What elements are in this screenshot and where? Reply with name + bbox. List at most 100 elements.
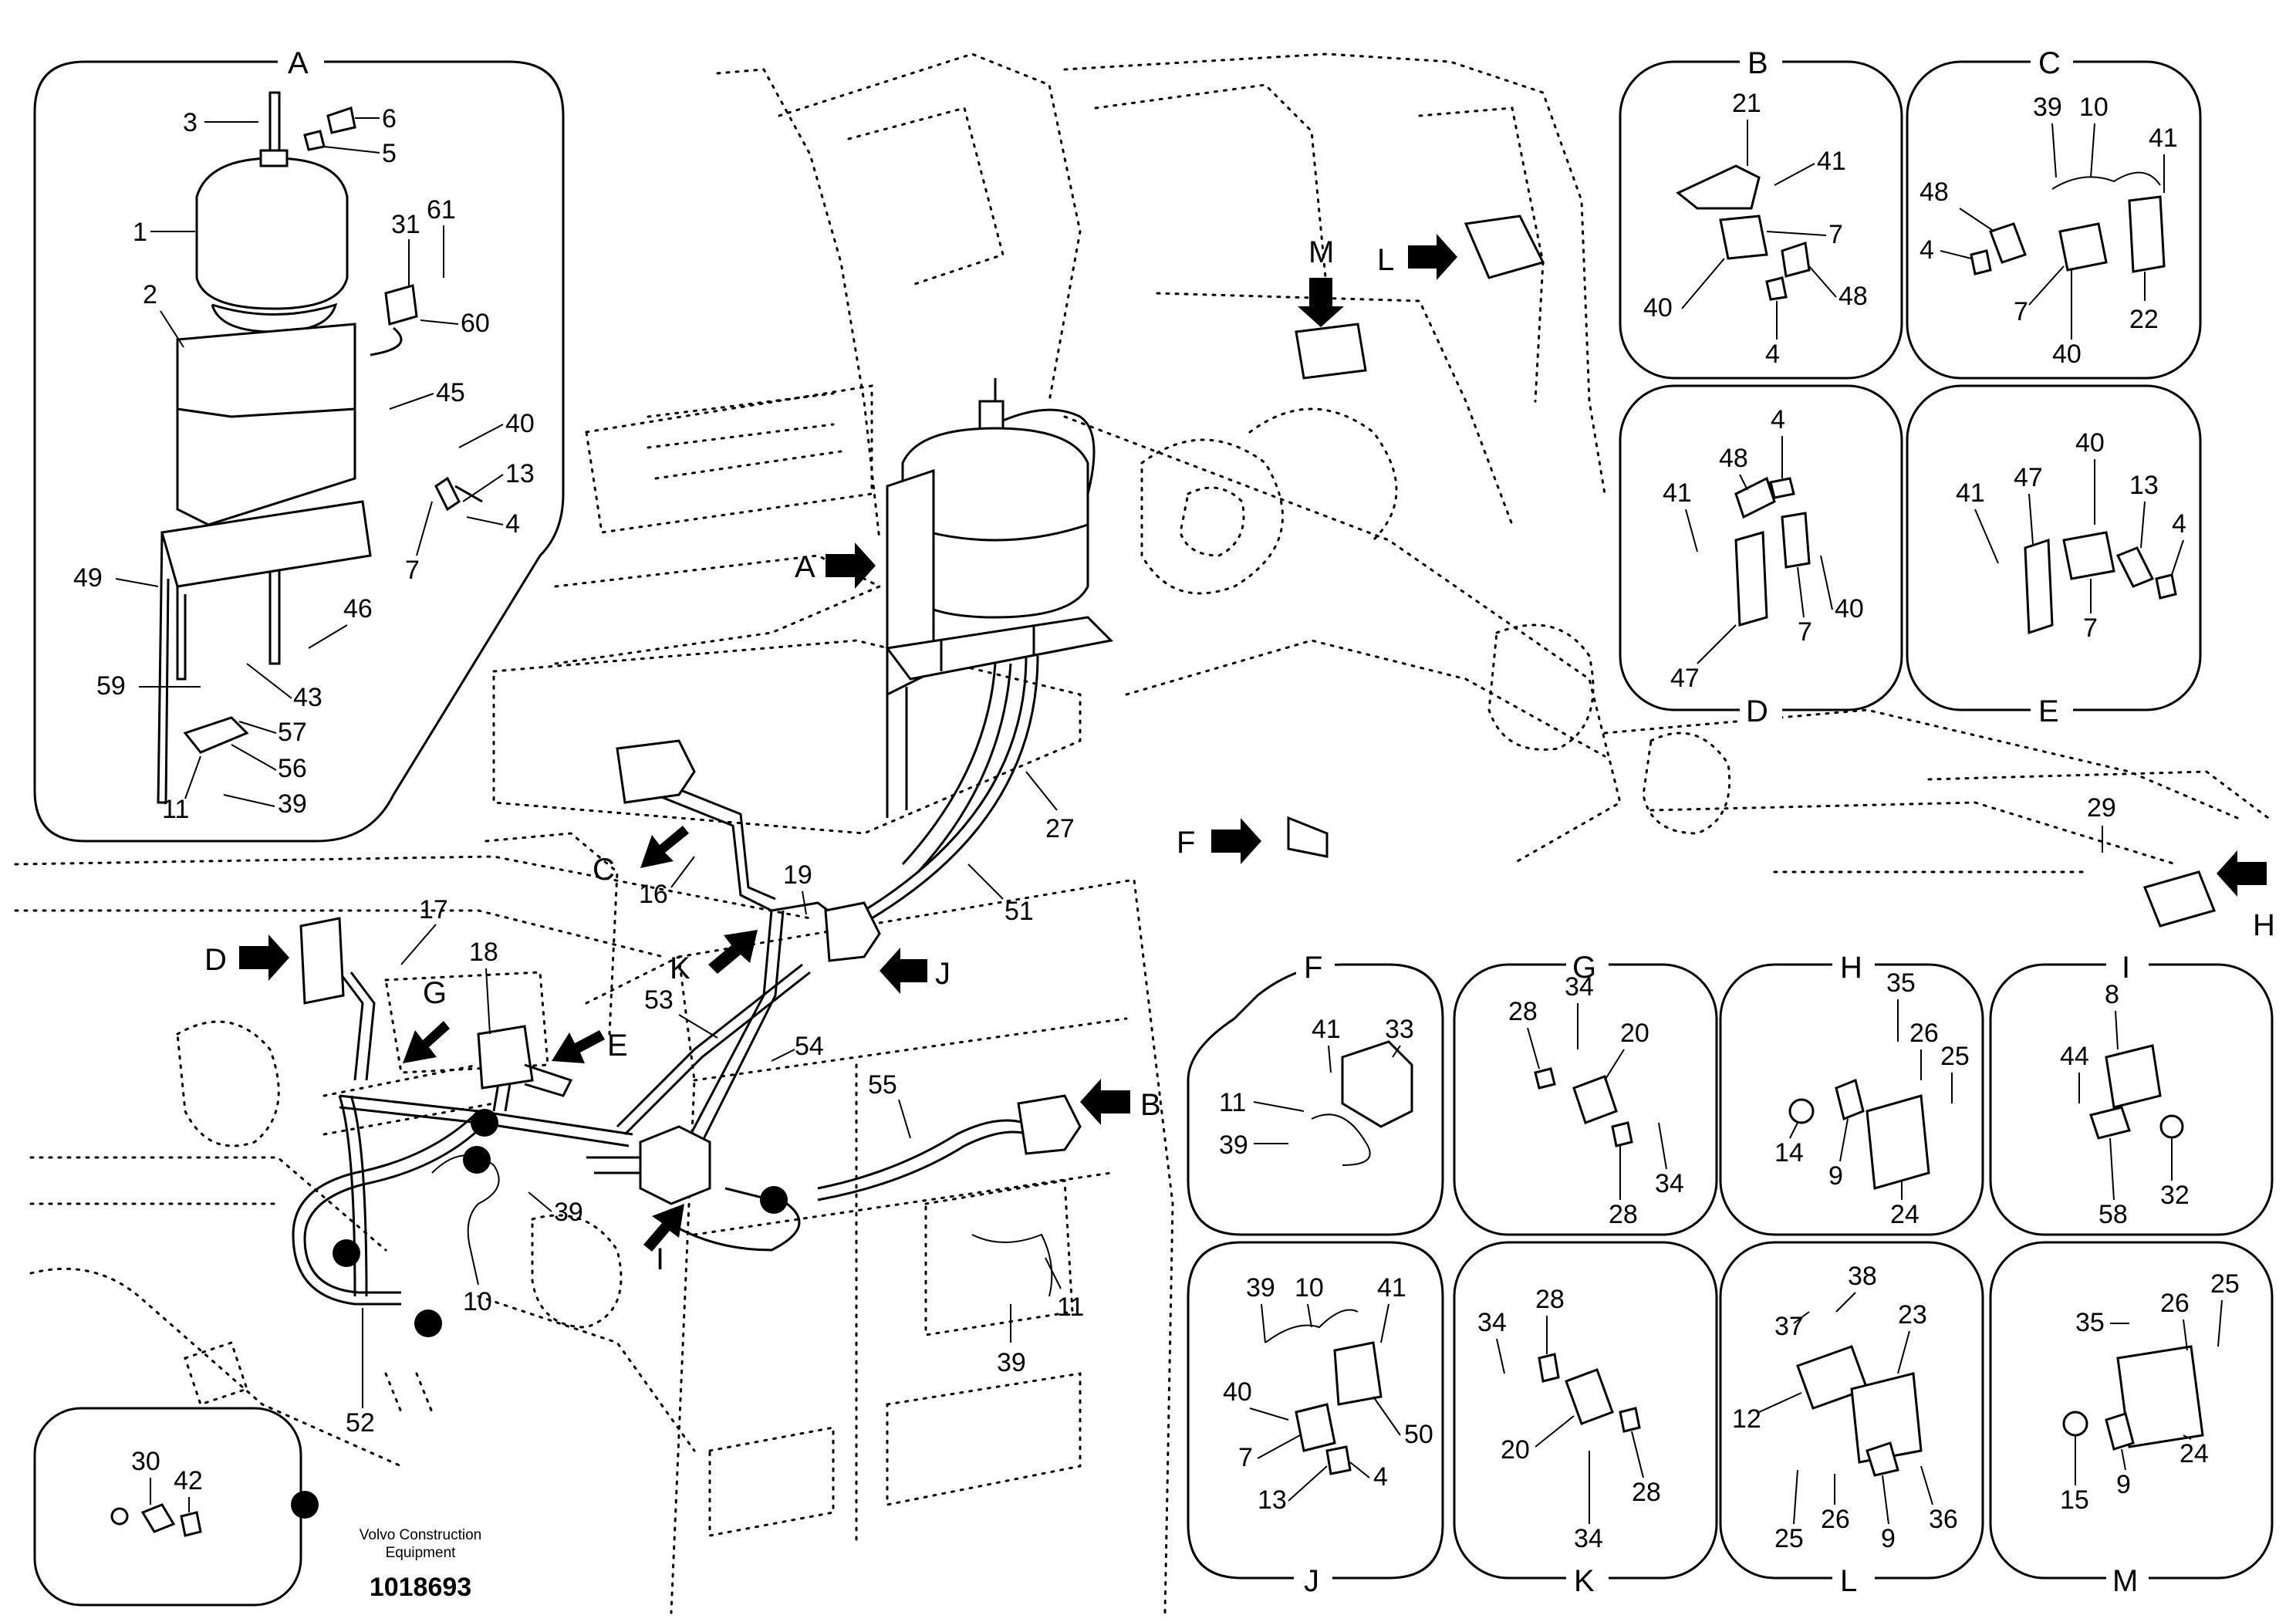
callout-m-15: 15 (2060, 1485, 2089, 1515)
panel-a-letter: A (288, 46, 309, 80)
callout-j-40: 40 (1223, 1377, 1252, 1407)
callout-c-39: 39 (2033, 93, 2062, 122)
main-assembly (292, 215, 2217, 1337)
arrow-label-f: F (1177, 826, 1195, 860)
callout-a-1: 1 (133, 218, 147, 247)
callout-39-main: 39 (554, 1198, 583, 1227)
callout-l-25: 25 (1774, 1524, 1804, 1553)
arrow-label-i: I (656, 1242, 664, 1276)
grommet (760, 1186, 788, 1214)
panel-f: F 41 33 11 39 (1187, 951, 1444, 1236)
callout-i-44: 44 (2060, 1042, 2089, 1071)
arrow-label-l: L (1377, 243, 1394, 277)
grommet (414, 1309, 442, 1337)
callout-h-25: 25 (1940, 1042, 1970, 1071)
callout-g-34: 34 (1565, 972, 1594, 1002)
callout-a-59: 59 (96, 671, 126, 701)
panel-b-letter: B (1747, 46, 1768, 80)
grommet-legend-icon (291, 1491, 319, 1519)
arrow-d (239, 934, 289, 981)
callout-a-5: 5 (382, 139, 397, 168)
callout-l-26: 26 (1821, 1505, 1850, 1534)
callout-e-4: 4 (2172, 509, 2186, 539)
bracket-d (299, 917, 345, 1005)
arrow-c (640, 826, 689, 868)
callout-18: 18 (469, 938, 498, 967)
valve-j (824, 901, 881, 962)
callout-16: 16 (639, 880, 668, 909)
callout-j-10: 10 (1295, 1273, 1324, 1303)
panel-i: I 44 8 58 32 (1989, 951, 2274, 1236)
callout-legend-42: 42 (174, 1466, 203, 1495)
footer: Volvo Construction Equipment 1018693 (360, 1527, 481, 1602)
callout-a-31: 31 (391, 210, 420, 239)
callout-i-58: 58 (2098, 1200, 2128, 1229)
callout-m-24: 24 (2180, 1439, 2209, 1468)
bracket-m (1295, 323, 1367, 380)
callout-a-2: 2 (143, 280, 157, 309)
callout-g-20: 20 (1620, 1019, 1649, 1048)
callout-19: 19 (783, 860, 812, 890)
callout-c-48: 48 (1920, 177, 1949, 207)
callout-h-14: 14 (1774, 1138, 1804, 1168)
arrow-label-b: B (1140, 1088, 1161, 1122)
arrow-label-h: H (2253, 908, 2275, 942)
callout-k-34: 34 (1477, 1308, 1507, 1337)
arrow-j (880, 948, 927, 994)
arrow-i (643, 1204, 684, 1252)
callout-c-7: 7 (2014, 297, 2028, 326)
callout-h-35: 35 (1886, 968, 1916, 998)
callout-f-39: 39 (1219, 1130, 1248, 1160)
bracket-e (477, 1025, 534, 1090)
callout-51: 51 (1004, 897, 1034, 926)
panel-g: G 28 34 20 34 28 (1453, 951, 1718, 1236)
callout-l-9: 9 (1881, 1524, 1896, 1553)
view-arrows: A B C D E F G H I J K L M (204, 234, 2275, 1276)
callout-a-13: 13 (505, 459, 535, 488)
callout-j-50: 50 (1404, 1420, 1433, 1449)
callout-e-13: 13 (2129, 471, 2159, 500)
callout-h-24: 24 (1890, 1200, 1920, 1229)
callout-j-7: 7 (1238, 1443, 1253, 1472)
arrow-g (403, 1021, 450, 1063)
callout-d-40: 40 (1835, 594, 1864, 623)
bracket-f (1287, 816, 1329, 858)
callout-g-34-2: 34 (1655, 1169, 1684, 1198)
panel-l: L 38 37 23 12 25 26 9 36 (1719, 1241, 1984, 1598)
callout-l-36: 36 (1929, 1505, 1958, 1534)
callout-m-25: 25 (2210, 1269, 2240, 1299)
panel-m-letter: M (2112, 1564, 2138, 1598)
callout-h-26: 26 (1909, 1019, 1939, 1048)
callout-e-40: 40 (2075, 428, 2105, 458)
callout-a-39: 39 (278, 789, 307, 819)
callout-j-13: 13 (1258, 1485, 1287, 1515)
callout-j-4: 4 (1373, 1462, 1388, 1492)
callout-b-48: 48 (1838, 282, 1868, 311)
callout-b-40: 40 (1643, 293, 1673, 323)
callout-b-41: 41 (1817, 147, 1846, 176)
callout-c-22: 22 (2129, 305, 2159, 334)
callout-f-11: 11 (1219, 1088, 1246, 1117)
callout-c-41: 41 (2149, 123, 2178, 153)
footer-company-line1: Volvo Construction (360, 1527, 481, 1543)
callout-b-21: 21 (1732, 89, 1761, 118)
callout-h-9: 9 (1828, 1161, 1843, 1191)
callout-l-38: 38 (1848, 1262, 1877, 1291)
callout-k-34-2: 34 (1574, 1524, 1603, 1553)
arrow-label-k: K (670, 951, 690, 985)
panel-k-letter: K (1574, 1564, 1595, 1598)
arrow-label-g: G (423, 976, 447, 1010)
grommet (471, 1109, 498, 1137)
valve-b (1017, 1094, 1082, 1155)
callout-a-40: 40 (505, 409, 535, 438)
footer-company-line2: Equipment (386, 1545, 457, 1561)
arrow-label-c: C (593, 853, 615, 887)
arrow-h (2217, 850, 2267, 897)
callout-j-39: 39 (1246, 1273, 1275, 1303)
callout-e-7: 7 (2083, 613, 2098, 643)
arrow-label-d: D (204, 943, 227, 977)
callout-a-3: 3 (183, 108, 198, 137)
callout-e-47: 47 (2014, 463, 2043, 492)
panel-g-letter: G (1572, 951, 1596, 985)
callout-legend-30: 30 (131, 1447, 160, 1476)
